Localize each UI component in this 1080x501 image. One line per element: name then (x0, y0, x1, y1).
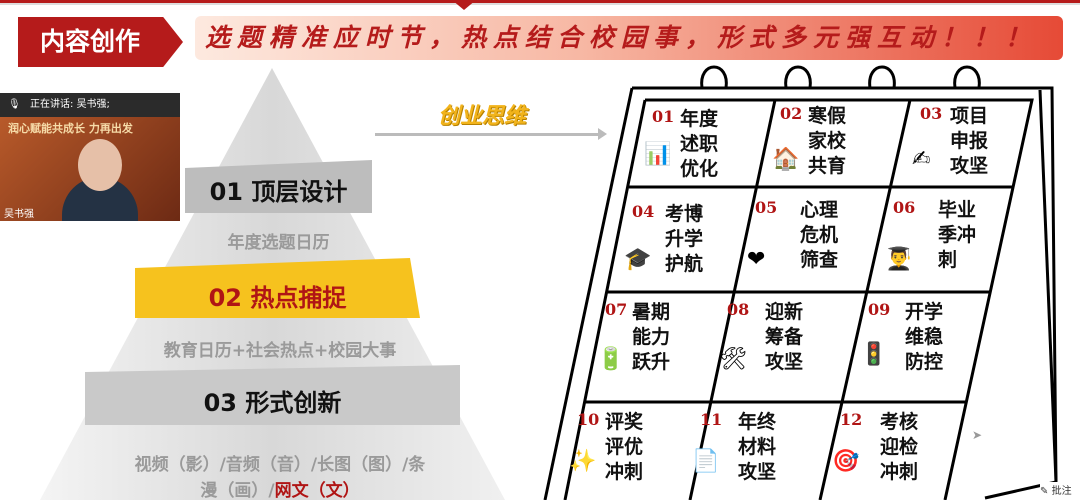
cell-topic: 开学维稳防控 (905, 301, 944, 373)
name-tag: 吴书强 (4, 209, 34, 220)
traffic-light-icon: 🚦 (860, 342, 888, 367)
calendar-frame (543, 65, 1058, 500)
section-tag: 内容创作 (18, 17, 183, 67)
video-call-window[interactable]: 润心赋能共成长 力再出发 🎙 正在讲话: 吴书强; 吴书强 (0, 93, 180, 221)
cell-number: 01 (652, 107, 675, 126)
level-02-label: 02 热点捕捉 (208, 284, 347, 312)
cell-topic: 考核迎检冲刺 (880, 411, 919, 483)
annotate-button[interactable]: ✎ 批注 (1040, 482, 1072, 497)
cell-number: 04 (632, 202, 655, 221)
graduate-icon: 👨‍🎓 (885, 247, 913, 272)
bar-chart-icon: 📊 (644, 142, 672, 167)
speaking-status: 正在讲话: (30, 99, 74, 110)
mic-muted-icon: 🎙 (8, 99, 21, 110)
cell-topic: 年终材料攻坚 (738, 411, 777, 483)
mindset-label: 创业思维 (438, 104, 527, 129)
sparkle-icon: ✨ (569, 449, 597, 474)
level-01-label: 01 顶层设计 (209, 178, 348, 206)
heart-icon: ❤ (747, 247, 766, 272)
top-rule (0, 0, 1080, 5)
level-01-detail: 年度选题日历 (227, 233, 330, 253)
battery-icon: 🔋 (597, 347, 625, 372)
band-02 (135, 258, 420, 318)
cell-number: 12 (840, 410, 863, 429)
speaking-bar: 🎙 正在讲话: 吴书强; (0, 93, 180, 117)
cell-number: 02 (780, 104, 803, 123)
level-03-detail-line1: 视频（影）/音频（音）/长图（图）/条 (134, 455, 426, 475)
cell-topic: 评奖评优冲刺 (605, 411, 644, 483)
target-icon: 🎯 (832, 449, 860, 474)
cell-number: 09 (868, 300, 891, 319)
level-03-highlight: 网文（文） (274, 481, 360, 501)
mouse-cursor-icon: ➤ (972, 428, 983, 442)
cell-topic: 迎新筹备攻坚 (765, 301, 804, 373)
cell-number: 10 (577, 410, 600, 429)
cell-number: 08 (727, 300, 750, 319)
cell-number: 03 (920, 104, 943, 123)
cell-number: 11 (700, 410, 723, 429)
speaker-name: 吴书强; (76, 99, 110, 110)
cell-number: 06 (893, 198, 916, 217)
cell-number: 05 (755, 198, 778, 217)
level-02-detail: 教育日历+社会热点+校园大事 (163, 341, 397, 361)
level-03-label: 03 形式创新 (203, 389, 342, 417)
pen-icon: ✎ (1040, 486, 1049, 497)
level-03-detail-line2: 漫（画）/ (200, 481, 275, 501)
cell-topic: 考博升学护航 (665, 203, 704, 275)
cell-topic: 项目申报攻坚 (950, 105, 989, 177)
arrow-line (375, 133, 600, 136)
cell-topic: 心理危机筛查 (800, 199, 839, 271)
top-notch (452, 0, 476, 10)
document-icon: 📄 (692, 449, 720, 474)
cell-topic: 寒假家校共育 (808, 105, 847, 177)
band-01 (185, 160, 372, 213)
arrow-right-icon (598, 128, 607, 140)
cell-topic: 暑期能力跃升 (632, 301, 671, 373)
poster-title: 润心赋能共成长 力再出发 (8, 122, 133, 135)
writing-hand-icon: ✍ (912, 147, 931, 172)
band-03 (85, 365, 460, 425)
slogan-banner: 选题精准应时节，热点结合校园事，形式多元强互动！！！ (195, 16, 1063, 60)
graduation-cap-icon: 🎓 (624, 247, 652, 272)
cell-number: 07 (605, 300, 628, 319)
speaker-face (78, 139, 122, 191)
house-icon: 🏠 (772, 147, 800, 172)
annotate-label: 批注 (1051, 486, 1072, 497)
cell-topic: 年度述职优化 (680, 108, 719, 180)
tools-icon: 🛠 (719, 347, 747, 372)
cell-topic: 毕业季冲刺 (938, 199, 977, 271)
